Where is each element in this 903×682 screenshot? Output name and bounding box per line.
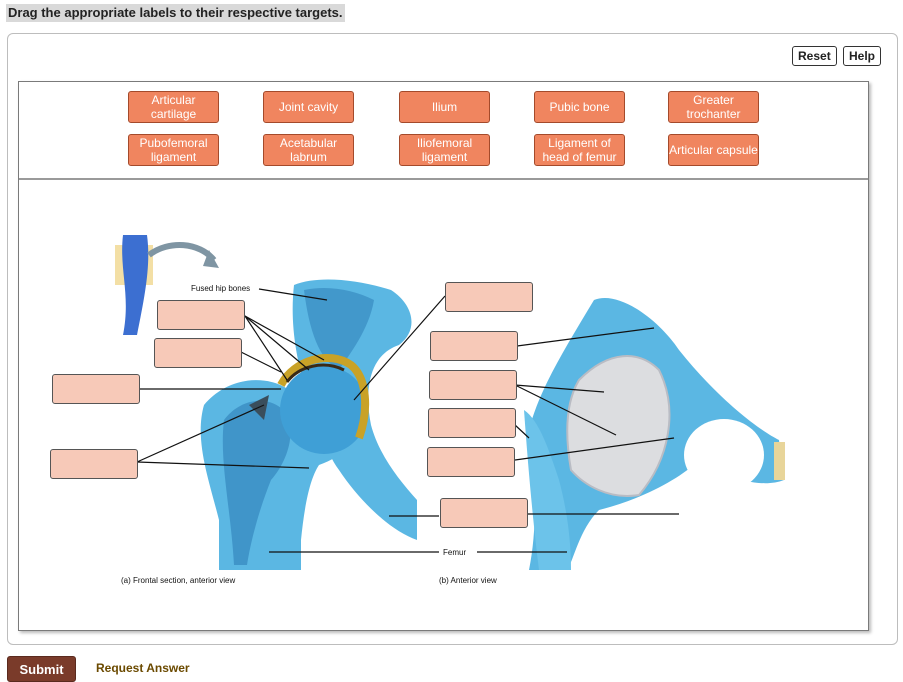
thumbnail-leg (122, 235, 149, 335)
caption-anterior: (b) Anterior view (439, 576, 497, 585)
label-iliofemoral-ligament[interactable]: Iliofemoral ligament (399, 134, 490, 166)
label-joint-cavity[interactable]: Joint cavity (263, 91, 354, 123)
pubic-symphysis (774, 442, 785, 480)
drop-target-10[interactable] (440, 498, 528, 528)
label-ilium[interactable]: Ilium (399, 91, 490, 123)
label-articular-capsule[interactable]: Articular capsule (668, 134, 759, 166)
help-button[interactable]: Help (843, 46, 882, 66)
pelvis-spongy-bone (304, 288, 374, 370)
drop-target-5[interactable] (445, 282, 533, 312)
label-acetabular-labrum[interactable]: Acetabular labrum (263, 134, 354, 166)
submit-button[interactable]: Submit (7, 656, 76, 682)
drop-target-4[interactable] (50, 449, 138, 479)
thumbnail-arrow (147, 241, 217, 263)
label-ligament-head-femur[interactable]: Ligament of head of femur (534, 134, 625, 166)
drop-target-8[interactable] (428, 408, 516, 438)
femur-spongy-bone (222, 400, 291, 565)
label-pubic-bone[interactable]: Pubic bone (534, 91, 625, 123)
reset-button[interactable]: Reset (792, 46, 837, 66)
drop-target-2[interactable] (154, 338, 242, 368)
instruction-text: Drag the appropriate labels to their res… (6, 4, 345, 22)
femur-anterior (524, 410, 571, 570)
label-greater-trochanter[interactable]: Greater trochanter (668, 91, 759, 123)
drop-target-7[interactable] (429, 370, 517, 400)
label-articular-cartilage[interactable]: Articular cartilage (128, 91, 219, 123)
request-answer-link[interactable]: Request Answer (96, 661, 190, 675)
drop-target-6[interactable] (430, 331, 518, 361)
obturator-foramen (684, 419, 764, 491)
label-bank-divider (19, 178, 868, 180)
drop-target-1[interactable] (157, 300, 245, 330)
thumbnail-arrowhead (203, 250, 219, 268)
drop-target-9[interactable] (427, 447, 515, 477)
label-pubofemoral-ligament[interactable]: Pubofemoral ligament (128, 134, 219, 166)
hip-joint-illustration: Fused hip bones Femur (a) Frontal sectio… (115, 235, 785, 585)
fused-hip-bones-text: Fused hip bones (191, 284, 250, 293)
drop-target-3[interactable] (52, 374, 140, 404)
joint-cavity-line (285, 363, 345, 383)
articular-cartilage-band (277, 353, 370, 440)
iliofemoral-ligament-shape (566, 355, 671, 497)
femoral-head (280, 366, 368, 454)
caption-frontal: (a) Frontal section, anterior view (121, 576, 235, 585)
femur-text: Femur (443, 548, 466, 557)
